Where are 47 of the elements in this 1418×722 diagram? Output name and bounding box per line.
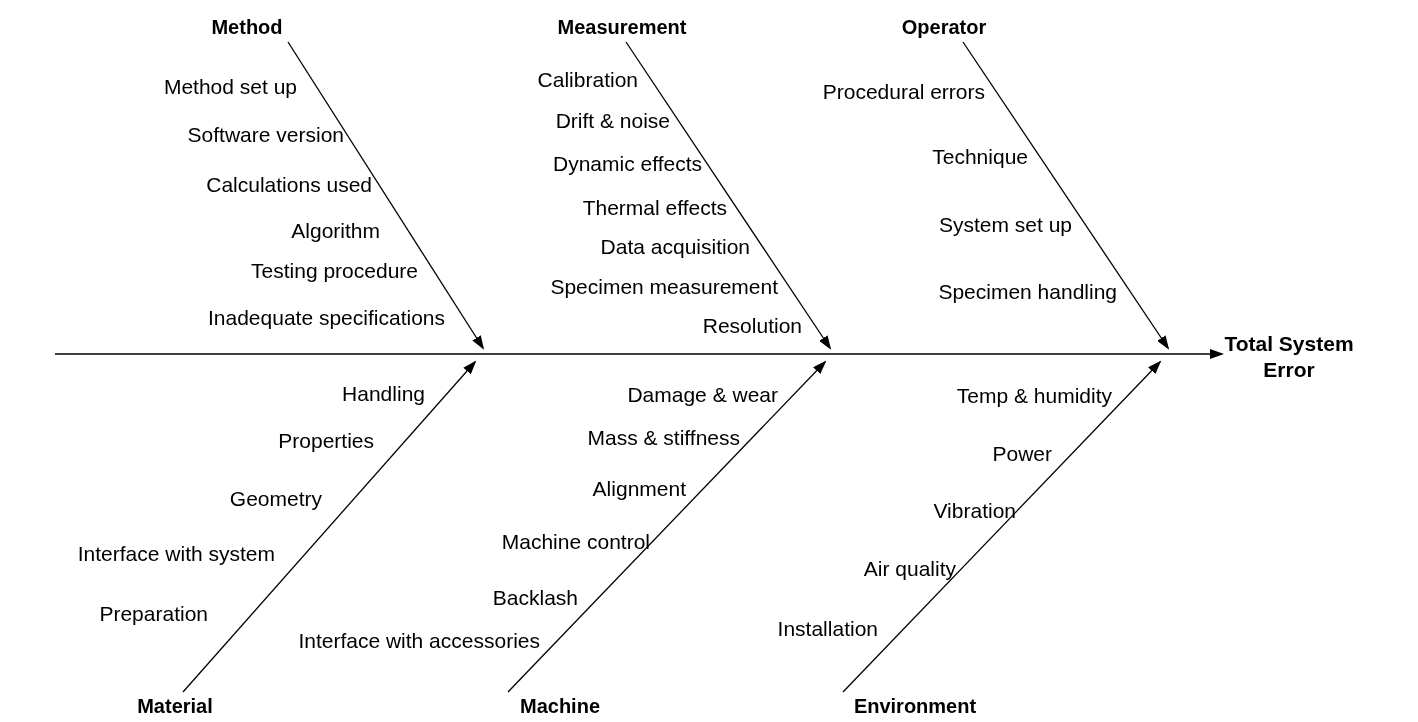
cause-label: Interface with accessories	[298, 628, 540, 654]
cause-label: Preparation	[99, 601, 208, 627]
category-heading: Operator	[901, 15, 987, 39]
cause-label: Air quality	[863, 556, 956, 582]
cause-label: Calibration	[537, 67, 638, 93]
cause-label: Interface with system	[77, 541, 275, 567]
cause-label: Damage & wear	[627, 382, 778, 408]
cause-label: Properties	[278, 428, 374, 454]
cause-label: Software version	[187, 122, 344, 148]
cause-label: Dynamic effects	[553, 151, 702, 177]
cause-label: Specimen handling	[938, 279, 1117, 305]
cause-label: Resolution	[702, 313, 802, 339]
cause-label: Power	[992, 441, 1052, 467]
cause-label: Specimen measurement	[550, 274, 778, 300]
category-heading: Machine	[520, 694, 600, 718]
cause-label: Procedural errors	[822, 79, 985, 105]
cause-label: Alignment	[592, 476, 686, 502]
cause-label: Thermal effects	[582, 195, 727, 221]
cause-label: Algorithm	[291, 218, 380, 244]
cause-label: System set up	[938, 212, 1072, 238]
cause-label: Handling	[342, 381, 425, 407]
cause-label: Testing procedure	[251, 258, 418, 284]
cause-label: Method set up	[163, 74, 297, 100]
cause-label: Geometry	[229, 486, 322, 512]
bone-arrow	[182, 360, 477, 693]
cause-label: Installation	[777, 616, 878, 642]
cause-label: Vibration	[933, 498, 1016, 524]
spine-arrow	[54, 349, 1224, 359]
cause-label: Mass & stiffness	[587, 425, 740, 451]
effect-label: Total System Error	[1222, 331, 1356, 383]
cause-label: Data acquisition	[600, 234, 750, 260]
category-heading: Measurement	[557, 15, 687, 39]
bone-arrow	[625, 41, 832, 350]
cause-label: Drift & noise	[555, 108, 670, 134]
cause-label: Technique	[932, 144, 1028, 170]
bone-arrow	[842, 360, 1162, 693]
category-heading: Material	[137, 694, 213, 718]
cause-label: Inadequate specifications	[208, 305, 445, 331]
bone-arrow	[962, 41, 1170, 350]
bone-arrow	[507, 360, 827, 693]
cause-label: Calculations used	[206, 172, 372, 198]
category-heading: Environment	[853, 694, 977, 718]
cause-label: Machine control	[501, 529, 650, 555]
cause-label: Backlash	[492, 585, 578, 611]
cause-label: Temp & humidity	[956, 383, 1112, 409]
bone-arrow	[287, 41, 485, 350]
category-heading: Method	[211, 15, 283, 39]
